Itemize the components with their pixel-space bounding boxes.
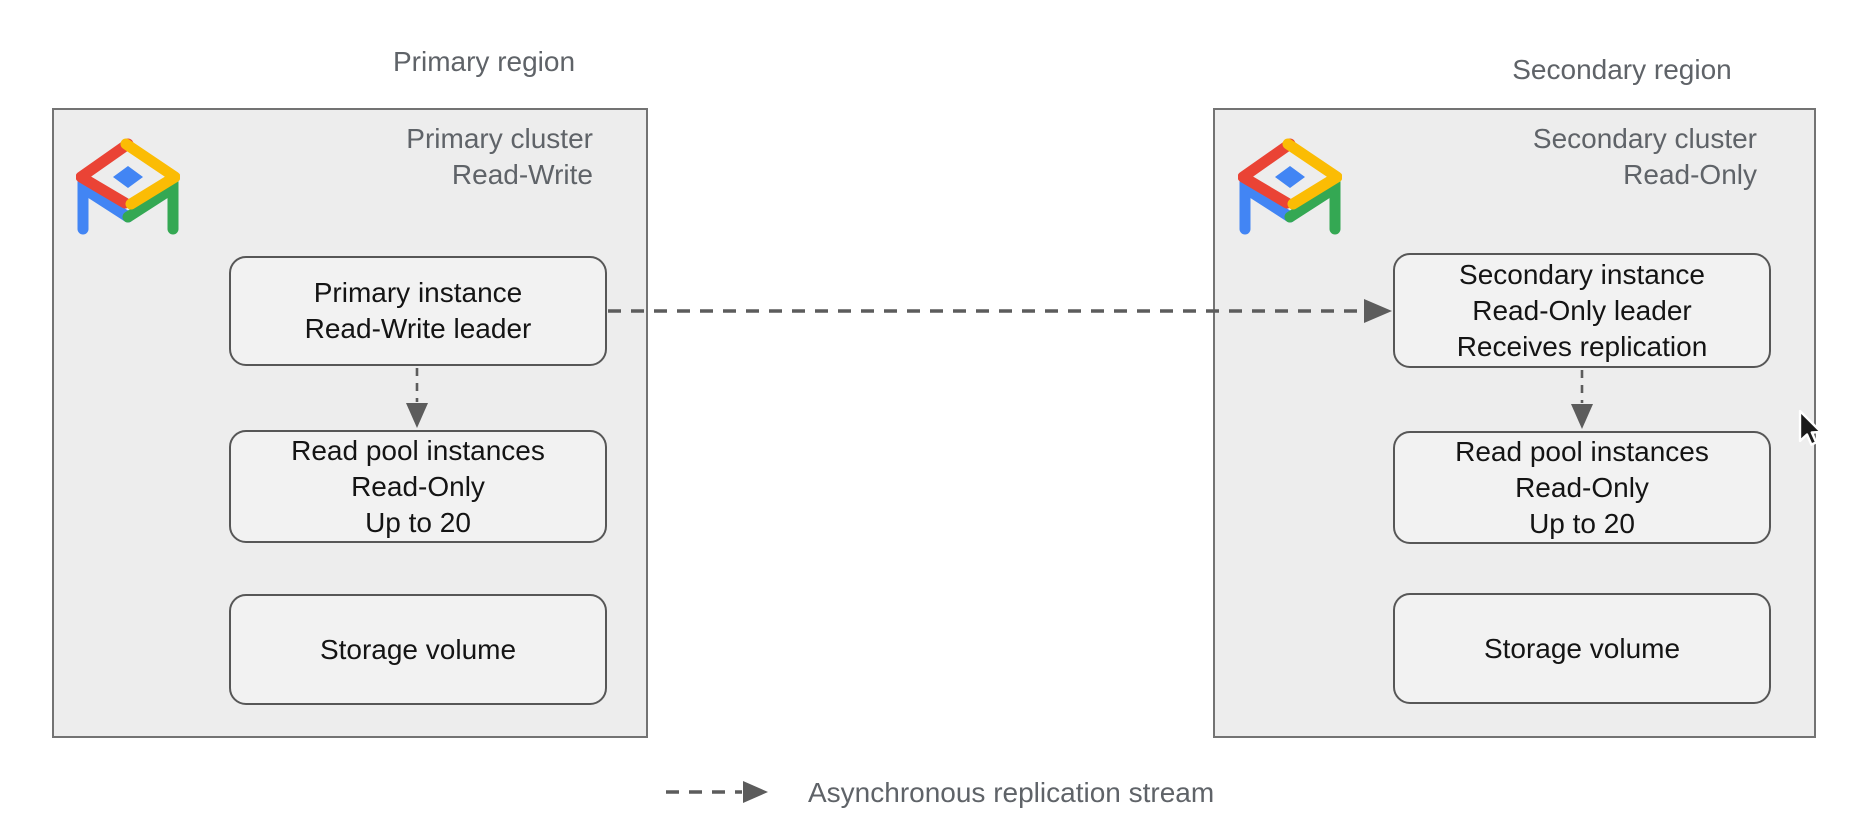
primary-instance-line2: Read-Write leader	[304, 313, 532, 344]
primary-region-label: Primary region	[392, 46, 576, 77]
secondary-region-label: Secondary region	[1512, 54, 1732, 85]
primary-storage-line1: Storage volume	[319, 633, 517, 665]
primary-instance-line1: Primary instance	[313, 277, 523, 308]
primary-instance-box: Primary instance Read-Write leader	[229, 256, 607, 366]
secondary-cluster-title-line2: Read-Only	[1623, 159, 1757, 190]
secondary-read-pool-box: Read pool instances Read-Only Up to 20	[1393, 431, 1771, 544]
legend-arrow	[666, 781, 768, 803]
secondary-cluster-title-line1: Secondary cluster	[1532, 123, 1757, 154]
alloydb-icon	[76, 138, 180, 235]
secondary-instance-box: Secondary instance Read-Only leader Rece…	[1393, 253, 1771, 368]
mouse-cursor-icon	[1798, 409, 1823, 446]
primary-read-pool-line2: Read-Only	[351, 470, 485, 502]
secondary-storage-line1: Storage volume	[1483, 632, 1681, 664]
legend-label: Asynchronous replication stream	[808, 777, 1215, 808]
primary-storage-volume-box: Storage volume	[229, 594, 607, 705]
primary-read-pool-box: Read pool instances Read-Only Up to 20	[229, 430, 607, 543]
primary-read-pool-line3: Up to 20	[365, 506, 471, 538]
secondary-instance-line2: Read-Only leader	[1472, 294, 1692, 326]
secondary-cluster-title: Secondary cluster Read-Only	[1533, 121, 1757, 193]
primary-cluster-title-line1: Primary cluster	[406, 123, 593, 154]
secondary-storage-volume-box: Storage volume	[1393, 593, 1771, 704]
secondary-read-pool-line2: Read-Only	[1515, 471, 1649, 503]
secondary-read-pool-line1: Read pool instances	[1455, 435, 1709, 467]
primary-cluster-title-line2: Read-Write	[451, 159, 593, 190]
secondary-read-pool-line3: Up to 20	[1529, 507, 1635, 539]
secondary-instance-line1: Secondary instance	[1459, 258, 1705, 290]
alloydb-icon	[1238, 138, 1342, 235]
primary-cluster-title: Primary cluster Read-Write	[406, 121, 593, 193]
primary-read-pool-line1: Read pool instances	[291, 434, 545, 466]
secondary-instance-line3: Receives replication	[1456, 330, 1708, 362]
